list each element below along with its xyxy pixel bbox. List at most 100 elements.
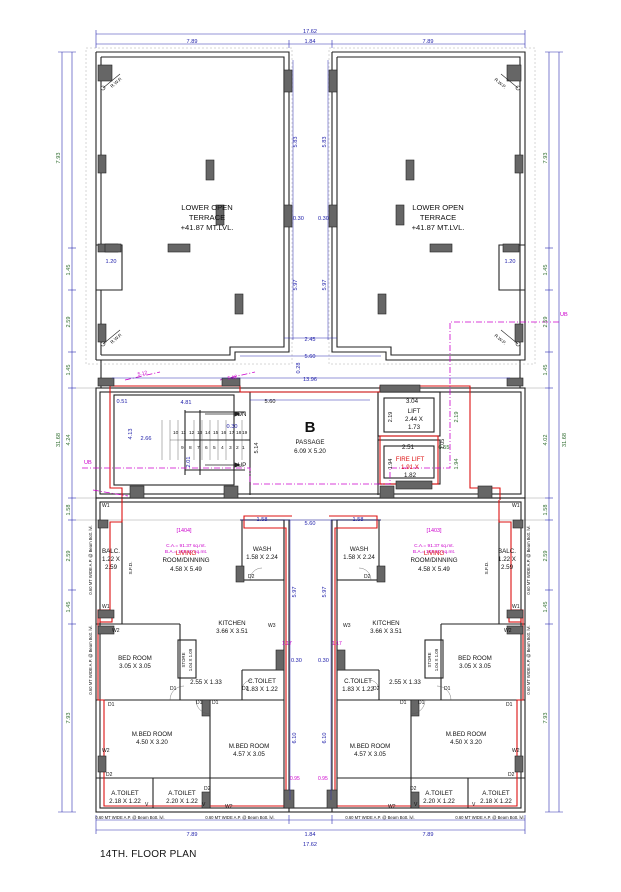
tag-w2-l2: W2 <box>102 748 110 754</box>
dim-481: 4.81 <box>181 400 192 406</box>
unit-left-balc: BALC. <box>102 548 120 555</box>
unit-left-ap-2: 0.60 MT WIDE A.P. @ Beam Bott. lvl. <box>88 625 93 694</box>
unit-left-kitchen: KITCHEN <box>218 620 245 627</box>
unit-right-bed: BED ROOM <box>458 655 492 662</box>
tag-w1-l2: W1 <box>102 604 110 610</box>
step-12: 12 <box>189 430 195 436</box>
unit-left-ctoilet-size: 1.83 X 1.22 <box>246 686 278 693</box>
unit-right-mbed1: M.BED ROOM <box>446 731 487 738</box>
step-2: 2 <box>236 445 239 451</box>
unit-left-ctoilet: C.TOILET <box>248 678 276 685</box>
unit-left-sfd: S.F.D. <box>128 561 134 574</box>
unit-right-d117: 1.17 <box>332 641 342 647</box>
tag-d2-l3: D2 <box>106 772 113 778</box>
dim-bottom-mid: 1.84 <box>305 832 316 838</box>
tag-w2-r3: W2 <box>388 804 396 810</box>
dim-left-2: 1.45 <box>66 265 72 276</box>
dim-251: 2.51 <box>402 444 415 451</box>
dim-right-2: 1.45 <box>543 265 549 276</box>
dim-terrace-w1: 2.45 <box>305 337 316 343</box>
step-16: 16 <box>221 430 227 436</box>
dim-terrace-gap2: 0.30 <box>318 216 329 222</box>
door-window-tags: W1 W1 W2 W2 W2 W3 D2 D1 D1 D1 D1 D2 D2 D… <box>102 503 520 810</box>
terrace-right-line1: LOWER OPEN <box>412 203 463 212</box>
dim-terrace-gap1: 0.30 <box>293 216 304 222</box>
tag-w2-l1: W2 <box>112 628 120 634</box>
dim-left-10: 7.93 <box>66 713 72 724</box>
dim-bottom-left: 7.89 <box>187 832 198 838</box>
dim-left-3: 2.59 <box>66 317 72 328</box>
unit-left-store-size: 1.04 X 1.09 <box>188 648 193 671</box>
passage-label: PASSAGE <box>295 439 324 446</box>
dim-right-4: 1.45 <box>543 365 549 376</box>
tag-w1-r2: W1 <box>512 604 520 610</box>
unit-right-ctoilet-size: 1.83 X 1.22 <box>342 686 374 693</box>
unit-left-store: STORE <box>181 652 186 667</box>
unit-left-d597: 5.97 <box>292 587 298 598</box>
unit-right-wash-size: 1.58 X 2.24 <box>343 554 375 561</box>
unit-left-at2: A.TOILET <box>168 790 196 797</box>
unit-left-d158: 1.58 <box>257 517 268 523</box>
dim-right-9: 1.45 <box>543 602 549 613</box>
tag-w1-l1: W1 <box>102 503 110 509</box>
unit-right-id: [1403] <box>427 528 442 534</box>
unit-left-mbed1-size: 4.50 X 3.20 <box>136 739 168 746</box>
top-dimension-lines <box>58 30 563 834</box>
rwp-label-2: R.W.P. <box>493 77 507 90</box>
unit-right-ba: B.A.= 103.50 sq.mt. <box>413 549 455 555</box>
tag-d1-l2: D1 <box>196 700 203 706</box>
unit-right-ap-2: 0.60 MT WIDE A.P. @ Beam Bott. lvl. <box>526 625 531 694</box>
passage-size: 6.09 X 5.20 <box>294 448 326 455</box>
dim-right-8: 2.59 <box>543 551 549 562</box>
unit-right-mbed2: M.BED ROOM <box>350 743 391 750</box>
step-17: 17 <box>229 430 235 436</box>
tag-d2-l2: D2 <box>242 686 249 692</box>
unit-right-bed-size: 3.05 X 3.05 <box>459 663 491 670</box>
tag-d1-r1: D1 <box>444 686 451 692</box>
dim-terrace-small-right: 1.20 <box>505 259 516 265</box>
unit-left-kitchen-size: 3.66 X 3.51 <box>216 628 248 635</box>
unit-right-mbed1-size: 4.50 X 3.20 <box>450 739 482 746</box>
core-labels: B PASSAGE 6.09 X 5.20 13.96 4.81 0.51 4.… <box>84 312 568 479</box>
unit-left-ap-3: 0.60 MT WIDE A.P. @ Beam Bott. lvl. <box>95 815 164 820</box>
unit-right-kitchen-size: 3.66 X 3.51 <box>370 628 402 635</box>
unit-right-d597: 5.97 <box>322 587 328 598</box>
unit-right-d030: 0.30 <box>318 658 329 664</box>
dim-terrace-w3: 0.28 <box>296 363 302 374</box>
unit-center-d560: 5.60 <box>305 521 316 527</box>
unit-left-d610: 6.10 <box>292 733 298 744</box>
dim-514: 5.14 <box>254 443 260 454</box>
unit-right-labels: [1403] C.A.= 91.37 sq.mt. B.A.= 103.50 s… <box>318 517 531 820</box>
step-8: 8 <box>189 445 192 451</box>
unit-left-mbed2: M.BED ROOM <box>229 743 270 750</box>
unit-left-at1: A.TOILET <box>111 790 139 797</box>
fire-lift-label: FIRE LIFT <box>396 456 425 463</box>
terrace-left-label: LOWER OPEN TERRACE +41.87 MT.LVL. <box>181 203 234 232</box>
unit-right-at2-size: 2.20 X 1.22 <box>423 798 455 805</box>
dim-terrace-w2: 5.60 <box>305 354 316 360</box>
unit-left-mbed1: M.BED ROOM <box>132 731 173 738</box>
step-13: 13 <box>197 430 203 436</box>
unit-left-wash: WASH <box>253 546 271 553</box>
dim-201: 2.01 <box>186 457 192 468</box>
dim-top-mid: 1.84 <box>305 39 316 45</box>
unit-left-d030: 0.30 <box>291 658 302 664</box>
dim-left-8: 2.59 <box>66 551 72 562</box>
step-19: 19 <box>242 430 248 436</box>
dim-560: 5.60 <box>265 399 276 405</box>
tag-d2-l4: D2 <box>204 786 211 792</box>
unit-right-kitchen: KITCHEN <box>372 620 399 627</box>
step-15: 15 <box>213 430 219 436</box>
tag-d1-l1: D1 <box>170 686 177 692</box>
unit-left-balc-size1: 1.22 X <box>102 556 120 563</box>
tag-w3-l: W3 <box>268 623 276 629</box>
tag-v-r2: V <box>414 802 418 808</box>
unit-right-d610: 6.10 <box>322 733 328 744</box>
unit-left-ap-1: 0.60 MT WIDE A.P. @ Beam Bott. lvl. <box>88 525 93 594</box>
stair-up: UP <box>238 462 247 469</box>
dim-terrace-v1b: 5.83 <box>322 137 328 148</box>
tag-d2-r1: D2 <box>364 574 371 580</box>
tag-d1-r4: D1 <box>506 702 513 708</box>
unit-right-at1: A.TOILET <box>482 790 510 797</box>
